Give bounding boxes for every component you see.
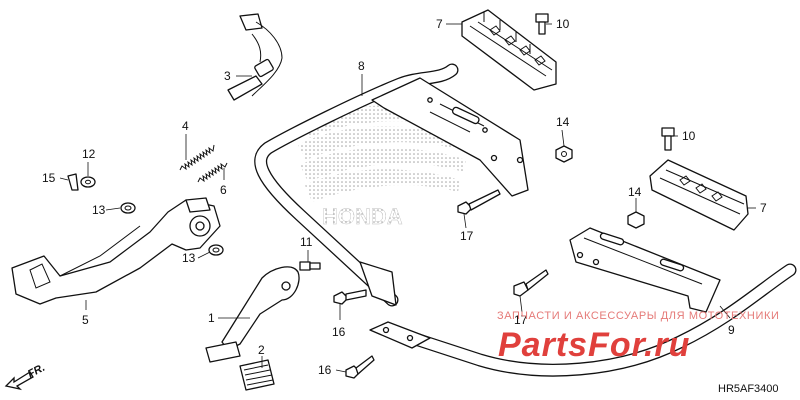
callout-12: 12 (82, 147, 96, 161)
diagram-code: HR5AF3400 (718, 383, 779, 395)
front-arrow-icon (4, 371, 34, 391)
watermark-tagline: ЗАПЧАСТИ И АКСЕССУАРЫ ДЛЯ МОТОТЕХНИКИ (497, 310, 779, 322)
watermark: ЗАПЧАСТИ И АКСЕССУАРЫ ДЛЯ МОТОТЕХНИКИ Pa… (497, 310, 779, 364)
callout-15: 15 (42, 171, 56, 185)
bolt-17-upper (457, 189, 501, 215)
callout-13-lower: 13 (182, 251, 196, 265)
callout-5: 5 (82, 313, 89, 327)
nut-14-upper (555, 145, 573, 163)
callout-7-lower: 7 (760, 201, 767, 215)
callout-labels: 1 2 3 4 5 6 7 7 8 9 10 10 11 12 13 13 14… (42, 17, 767, 377)
washer-13-lower (208, 244, 224, 256)
front-direction-label: FR. (26, 362, 47, 381)
nut-14-lower (627, 211, 645, 229)
bolt-10-lower (661, 127, 675, 151)
bolt-16-upper (333, 289, 367, 305)
bolt-17-lower (513, 269, 549, 297)
callout-16-lower: 16 (318, 363, 332, 377)
callout-7-upper: 7 (436, 17, 443, 31)
callout-1: 1 (208, 311, 215, 325)
pedal-rubber (239, 359, 275, 391)
callout-10-upper: 10 (556, 17, 570, 31)
callout-13-upper: 13 (92, 203, 106, 217)
step-bar-rear (254, 63, 529, 307)
footpeg-plate-lower (649, 159, 749, 231)
step-bar-front (369, 227, 797, 377)
footpeg-plate-upper (461, 9, 557, 91)
brake-pedal (205, 266, 300, 363)
washer-12 (80, 176, 96, 188)
return-spring (179, 144, 215, 171)
brake-switch (227, 13, 283, 101)
callout-3: 3 (224, 69, 231, 83)
honda-logo-text: HONDA (322, 204, 403, 229)
callout-14-lower: 14 (628, 185, 642, 199)
callout-16-upper: 16 (332, 325, 346, 339)
cotter-pin-15 (67, 173, 79, 191)
callout-4: 4 (182, 119, 189, 133)
callout-2: 2 (258, 343, 265, 357)
callout-17-upper: 17 (460, 229, 474, 243)
callout-9: 9 (728, 323, 735, 337)
bolt-16-lower (345, 355, 375, 379)
brake-pedal-arm (11, 197, 221, 305)
washer-13-upper (120, 202, 136, 214)
callout-17-lower: 17 (514, 313, 528, 327)
front-direction-indicator: FR. (4, 362, 47, 391)
callout-6: 6 (220, 183, 227, 197)
switch-spring (197, 162, 228, 183)
leader-lines (59, 23, 756, 373)
callout-11: 11 (300, 235, 313, 249)
callout-14-upper: 14 (556, 115, 570, 129)
callout-10-lower: 10 (682, 129, 696, 143)
callout-8: 8 (358, 59, 365, 73)
bolt-10-upper (535, 13, 549, 35)
bolt-11 (299, 261, 321, 271)
watermark-site: PartsFor.ru (498, 326, 690, 364)
